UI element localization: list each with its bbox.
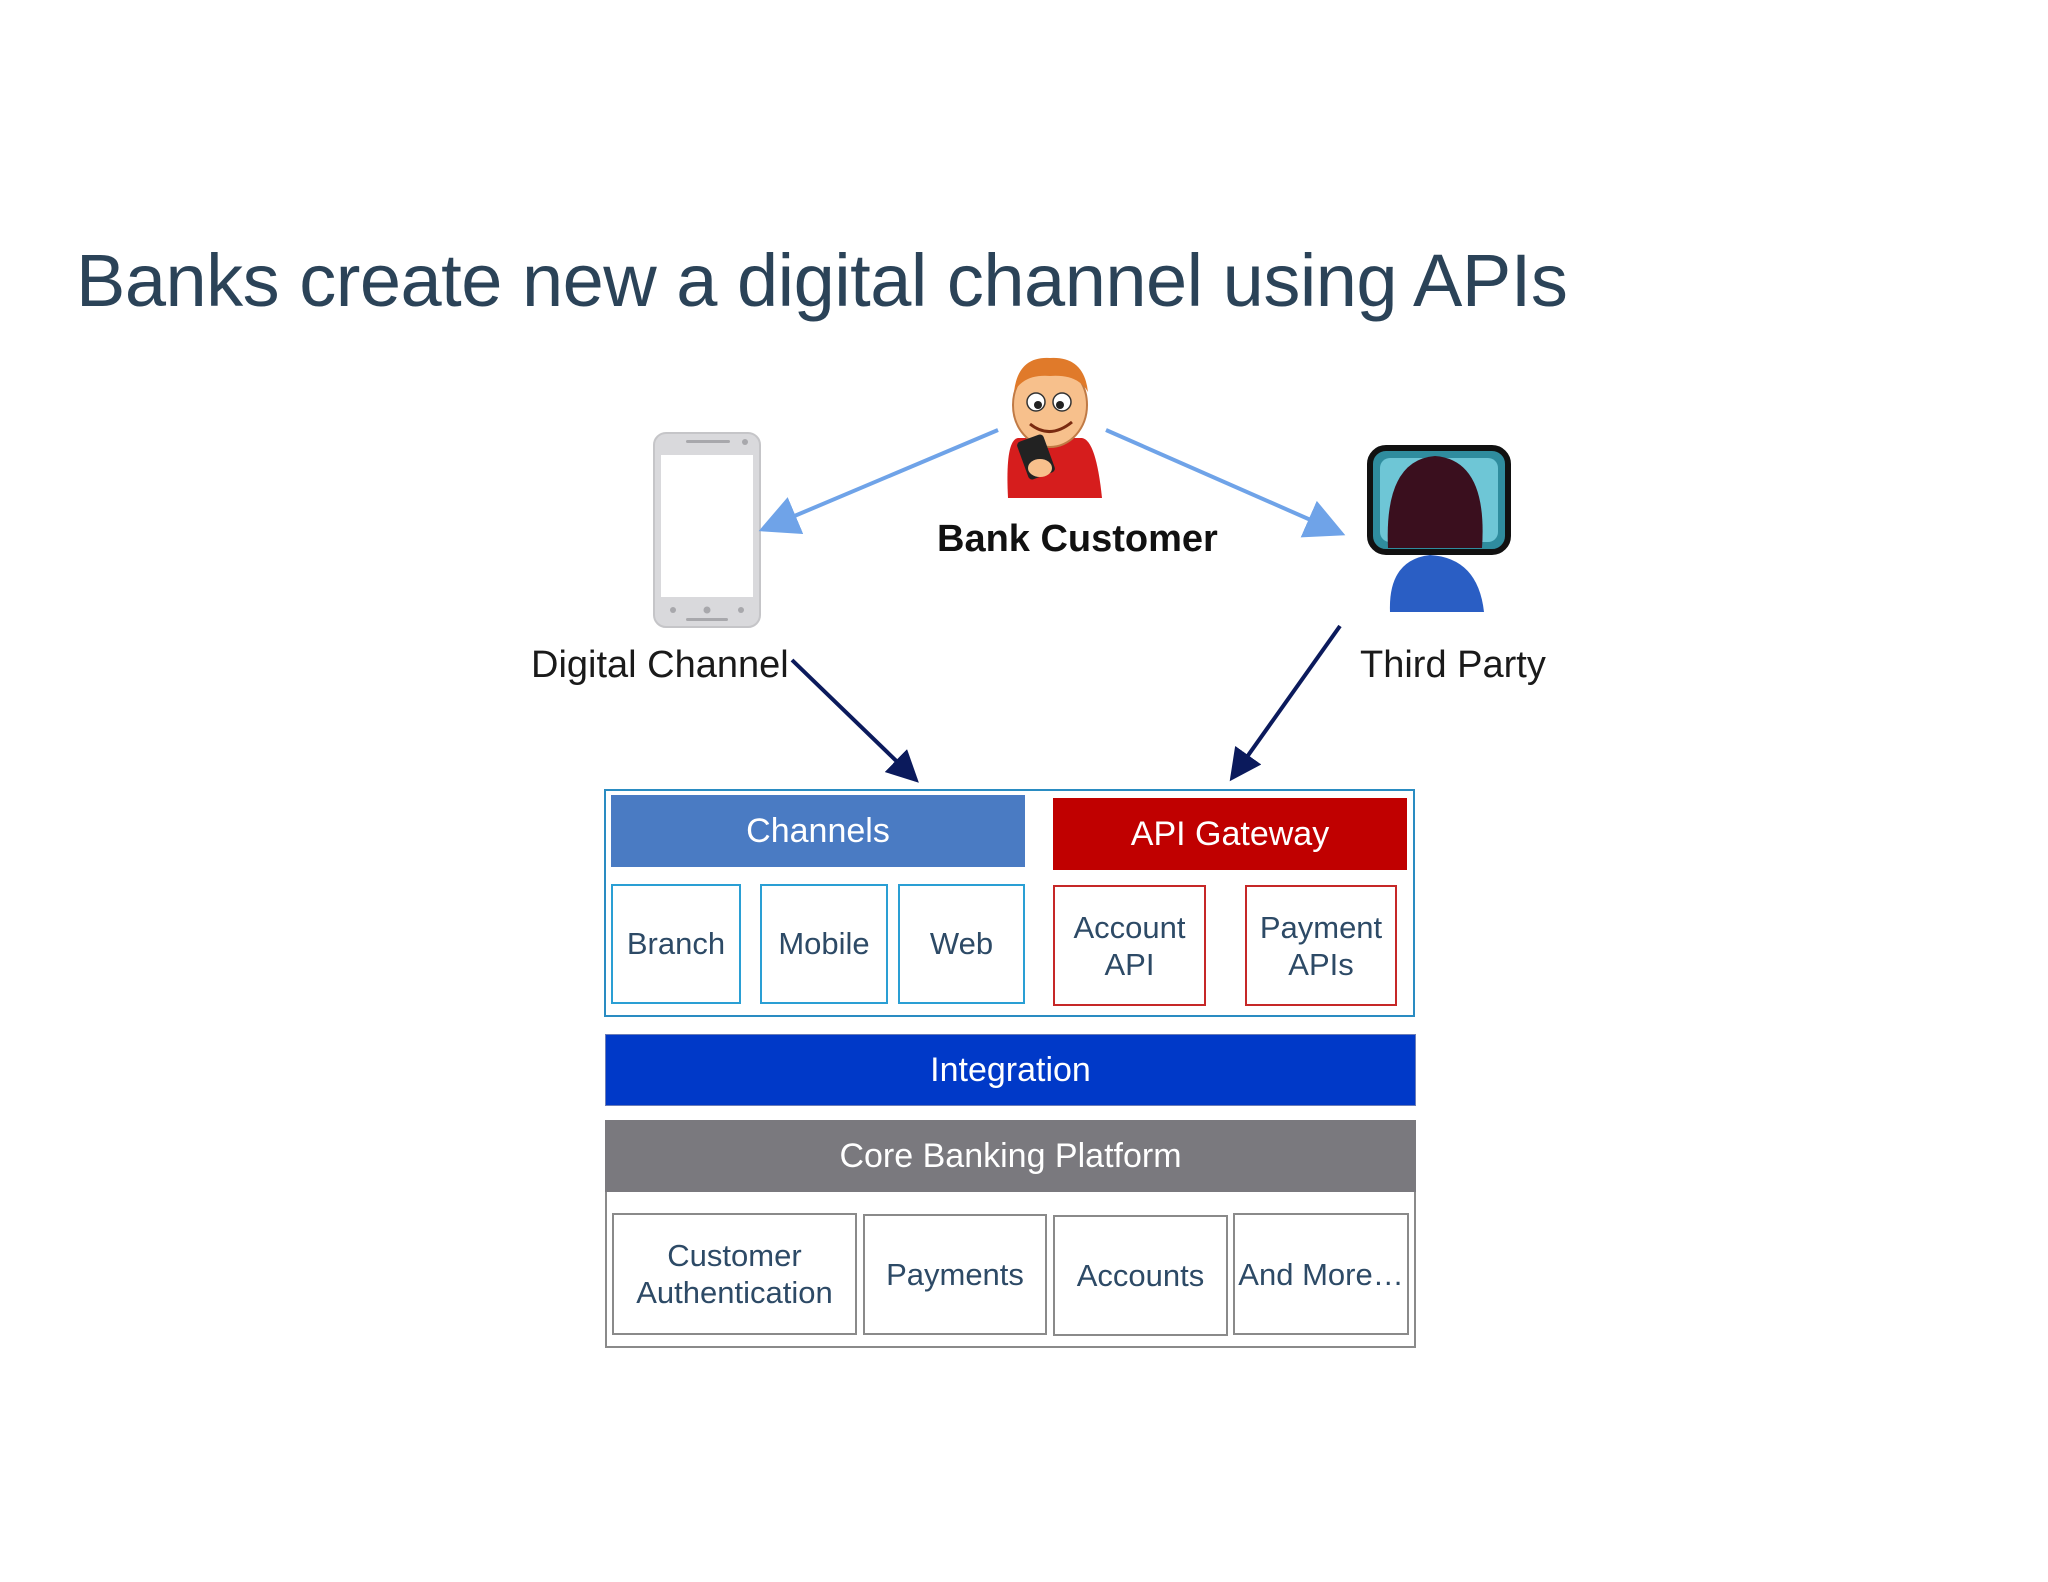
digital-channel-label: Digital Channel [531, 644, 789, 686]
core-banking-header: Core Banking Platform [605, 1120, 1416, 1192]
smartphone-icon [653, 432, 761, 628]
integration-bar: Integration [605, 1034, 1416, 1106]
third-party-label: Third Party [1360, 644, 1546, 686]
person-at-monitor-icon [1367, 445, 1511, 612]
cartoon-person-with-phone-icon [1007, 357, 1102, 498]
arrow-digital-to-channels [790, 658, 919, 783]
core-and-more: And More… [1233, 1213, 1409, 1335]
channels-header: Channels [611, 795, 1025, 867]
core-accounts: Accounts [1053, 1215, 1228, 1336]
slide-title: Banks create new a digital channel using… [76, 239, 1568, 322]
bank-customer-label: Bank Customer [937, 518, 1218, 560]
arrow-third-to-gateway [1229, 624, 1342, 782]
core-customer-authentication: Customer Authentication [612, 1213, 857, 1335]
arrow-customer-to-digital [758, 428, 999, 534]
channel-web: Web [898, 884, 1025, 1004]
channels-gateway-container [604, 789, 1415, 1017]
api-gateway-header: API Gateway [1053, 798, 1407, 870]
channel-mobile: Mobile [760, 884, 888, 1004]
channel-branch: Branch [611, 884, 741, 1004]
arrow-customer-to-third [1105, 428, 1346, 538]
account-api-box: Account API [1053, 885, 1206, 1006]
payment-apis-box: Payment APIs [1245, 885, 1397, 1006]
core-payments: Payments [863, 1214, 1047, 1335]
